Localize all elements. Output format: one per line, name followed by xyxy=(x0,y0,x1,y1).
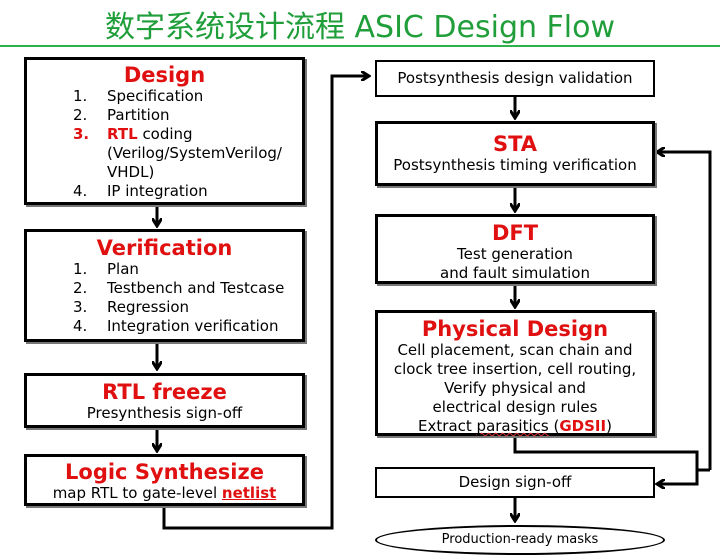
logic-synth-text: map RTL to gate-level netlist xyxy=(52,484,277,502)
masks-text: Production-ready masks xyxy=(441,532,599,547)
design-list: 1.Specification 2.Partition 3.RTL coding… xyxy=(27,87,302,201)
sta-box: STA Postsynthesis timing verification xyxy=(375,121,655,186)
verification-heading: Verification xyxy=(96,236,233,260)
postsynth-text: Postsynthesis design validation xyxy=(397,69,633,87)
rtl-freeze-box: RTL freeze Presynthesis sign-off xyxy=(24,373,305,428)
parasitics-term: parasitics xyxy=(476,417,549,435)
arrow-physical-to-signoff xyxy=(513,436,699,484)
logic-synth-box: Logic Synthesize map RTL to gate-level n… xyxy=(24,454,305,506)
rtl-freeze-text: Presynthesis sign-off xyxy=(86,404,243,422)
list-item: 3.Regression xyxy=(73,298,190,316)
sta-text: Postsynthesis timing verification xyxy=(393,156,637,174)
verification-box: Verification 1.Plan 2.Testbench and Test… xyxy=(24,229,305,342)
dft-line2: and fault simulation xyxy=(440,264,590,282)
dft-box: DFT Test generation and fault simulation xyxy=(375,214,655,284)
list-item: 1.Plan xyxy=(73,260,139,278)
postsynth-box: Postsynthesis design validation xyxy=(375,60,655,97)
dft-line1: Test generation xyxy=(457,245,573,263)
title-divider xyxy=(0,45,720,47)
physical-line: Verify physical and xyxy=(444,379,586,397)
sta-heading: STA xyxy=(492,132,538,156)
signoff-box: Design sign-off xyxy=(375,467,655,498)
physical-line: clock tree insertion, cell routing, xyxy=(393,360,637,378)
physical-line: Cell placement, scan chain and xyxy=(397,341,633,359)
gdsii-term: GDSII xyxy=(559,417,607,435)
signoff-text: Design sign-off xyxy=(458,473,572,491)
design-box: Design 1.Specification 2.Partition 3.RTL… xyxy=(24,57,305,205)
dft-heading: DFT xyxy=(491,221,539,245)
physical-last-line: Extract parasitics (GDSII) xyxy=(418,417,612,435)
list-item: 1.Specification xyxy=(73,87,204,105)
design-heading: Design xyxy=(123,63,206,87)
netlist-term: netlist xyxy=(221,484,277,502)
arrow-feedback-to-sta xyxy=(658,152,712,470)
list-item: 2.Partition xyxy=(73,106,170,124)
physical-line: electrical design rules xyxy=(432,398,598,416)
list-item: (Verilog/SystemVerilog/ xyxy=(107,144,282,162)
masks-ellipse: Production-ready masks xyxy=(375,525,665,555)
physical-heading: Physical Design xyxy=(421,317,609,341)
rtl-freeze-heading: RTL freeze xyxy=(102,380,227,404)
list-item: VHDL) xyxy=(107,163,155,181)
physical-box: Physical Design Cell placement, scan cha… xyxy=(375,310,655,436)
list-item: 4.IP integration xyxy=(73,182,208,200)
list-item: 2.Testbench and Testcase xyxy=(73,279,285,297)
list-item: 3.RTL coding xyxy=(73,125,193,143)
arrow-synth-to-postsynth xyxy=(162,76,368,530)
verification-list: 1.Plan 2.Testbench and Testcase 3.Regres… xyxy=(27,260,302,336)
page-title: 数字系统设计流程 ASIC Design Flow xyxy=(104,10,616,45)
list-item: 4.Integration verification xyxy=(73,317,279,335)
logic-synth-heading: Logic Synthesize xyxy=(65,460,264,484)
